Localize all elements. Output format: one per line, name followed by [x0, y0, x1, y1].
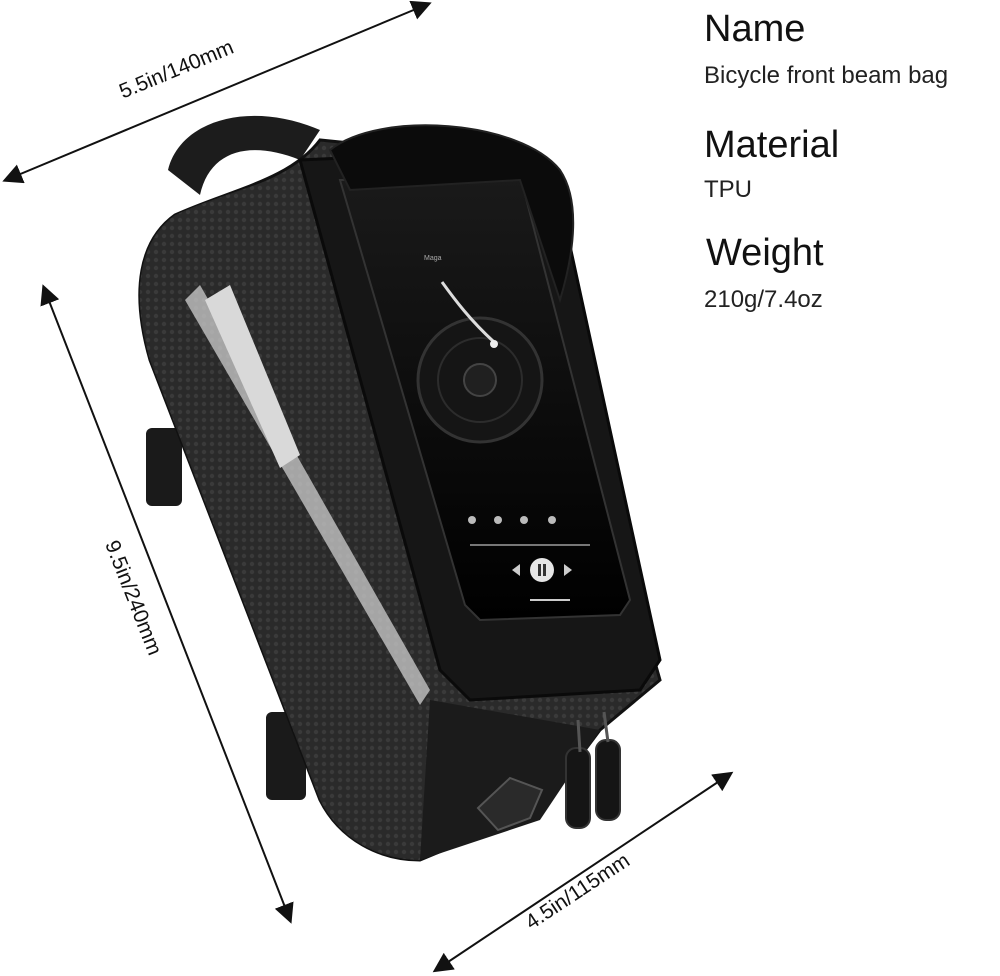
spec-name-value: Bicycle front beam bag: [704, 62, 949, 89]
download-icon: [494, 516, 502, 524]
top-strap: [168, 115, 320, 195]
depth-dimension-arrow: [432, 771, 734, 973]
spec-name-title: Name: [704, 8, 806, 50]
next-track-icon: [564, 564, 572, 576]
front-badge: [476, 776, 544, 832]
zipper-pull-right: [595, 739, 621, 821]
spec-weight-value: 210g/7.4oz: [704, 286, 823, 313]
spec-material-value: TPU: [704, 176, 752, 203]
tonearm-icon: [440, 281, 496, 344]
previous-track-icon: [512, 564, 520, 576]
play-pause-button-icon: [530, 558, 554, 582]
width-dimension-arrow: [2, 0, 432, 184]
sun-visor: [328, 124, 575, 304]
share-icon: [520, 516, 528, 524]
comment-icon: [548, 516, 556, 524]
height-dimension-arrow: [40, 284, 294, 924]
reflective-logo-strip: [205, 285, 300, 468]
spec-material-title: Material: [704, 124, 840, 166]
heart-icon: [468, 516, 476, 524]
screen-top-label: Maga: [424, 255, 442, 262]
side-strap-upper: [146, 428, 182, 506]
zipper-pull-left: [565, 747, 591, 829]
spec-weight-title: Weight: [706, 232, 824, 274]
